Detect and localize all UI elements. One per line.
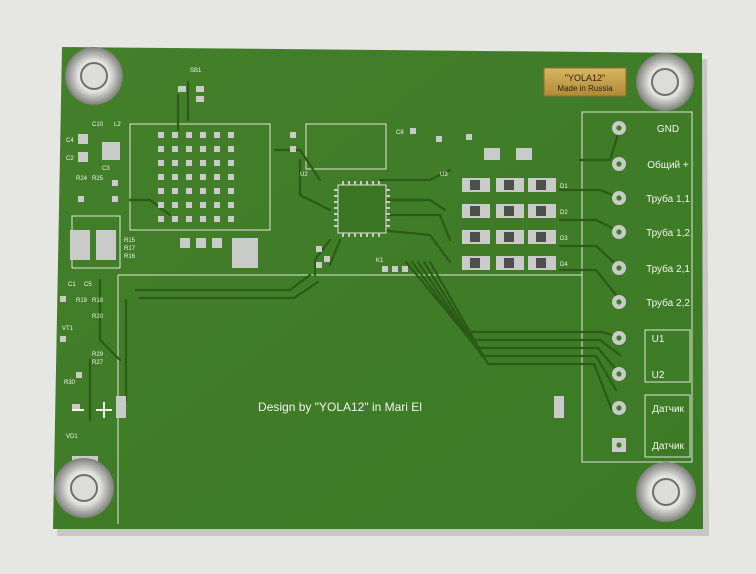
- ref-r25: R25: [92, 176, 104, 182]
- ref-c10: C10: [92, 122, 104, 128]
- ref-d4: D4: [560, 262, 568, 268]
- ref-c1: C1: [68, 282, 76, 288]
- mounting-holes: [54, 47, 696, 522]
- design-credit: Design by "YOLA12" in Mari El: [258, 400, 422, 414]
- label-pipe-1-1: Труба 1,1: [646, 193, 690, 205]
- label-u1: U1: [652, 334, 665, 345]
- pcb-board: [53, 47, 703, 529]
- ref-r27: R27: [92, 360, 104, 366]
- ref-d1: D1: [560, 184, 568, 190]
- ref-r20: R20: [92, 314, 104, 320]
- ref-c3: C3: [102, 166, 110, 172]
- logo-subtitle: Made in Russia: [557, 84, 613, 93]
- ref-c4: C4: [66, 138, 74, 144]
- polarity-marks: [72, 402, 112, 418]
- label-pipe-1-2: Труба 1,2: [646, 227, 690, 239]
- ref-d3: D3: [560, 236, 568, 242]
- mcu-footprint: [334, 181, 390, 237]
- label-pipe-2-1: Труба 2,1: [646, 263, 690, 275]
- connector-labels: GND Общий + Труба 1,1 Труба 1,2 Труба 2,…: [646, 124, 690, 452]
- ref-r24: R24: [76, 176, 88, 182]
- ref-r19: R19: [76, 298, 88, 304]
- ref-r15: R15: [124, 238, 136, 244]
- power-pads: [70, 134, 258, 268]
- ref-r17: R17: [124, 246, 136, 252]
- ref-r29: R29: [92, 352, 104, 358]
- ref-r16: R16: [124, 254, 136, 260]
- ref-vt1: VT1: [62, 326, 74, 332]
- copper-traces: [88, 80, 624, 422]
- ref-r30: R30: [64, 380, 76, 386]
- connector-pads: [612, 121, 626, 452]
- bga-pad-grid: [158, 132, 234, 222]
- ref-k1: K1: [376, 258, 384, 264]
- diode-row: [462, 148, 556, 270]
- ref-sb1: SB1: [190, 68, 202, 74]
- ref-l2: L2: [114, 122, 121, 128]
- ref-c5: C5: [84, 282, 92, 288]
- label-pipe-2-2: Труба 2,2: [646, 297, 690, 309]
- label-sensor-2: Датчик: [652, 441, 684, 452]
- label-common-plus: Общий +: [647, 159, 689, 171]
- ref-c2: C2: [66, 156, 74, 162]
- gold-logo: "YOLA12" Made in Russia: [543, 67, 627, 97]
- label-sensor-1: Датчик: [652, 404, 684, 415]
- ref-vd1: VD1: [66, 434, 78, 440]
- label-u2: U2: [652, 370, 665, 381]
- ref-u3: U3: [440, 172, 448, 178]
- ref-c8: C8: [396, 130, 404, 136]
- logo-title: "YOLA12": [565, 73, 605, 83]
- ref-d2: D2: [560, 210, 568, 216]
- label-gnd: GND: [657, 124, 679, 135]
- ref-r18: R18: [92, 298, 104, 304]
- reference-designators: SB1 C10 L2 C4 C2 C3 R24 R25 R15 R17 R16 …: [62, 68, 568, 440]
- ref-u2: U2: [300, 172, 308, 178]
